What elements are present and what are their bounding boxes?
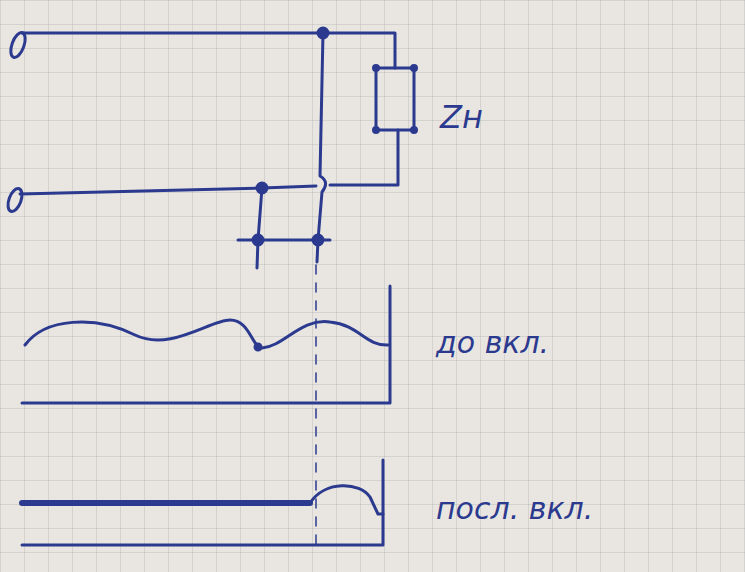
handwritten-label: до вкл. [436,326,549,359]
wire [20,186,316,194]
wire [257,188,262,268]
resistor-symbol [376,68,414,130]
point-dot [255,344,261,350]
terminal [5,187,24,214]
corner-dot [412,128,417,133]
handwritten-label: посл. вкл. [436,492,593,525]
guide-line [315,265,317,545]
waveform [22,500,310,506]
terminal [8,31,28,60]
axis [22,286,390,403]
corner-dot [374,66,379,71]
junction-dot [313,235,323,245]
waveform [310,486,383,514]
waveform [25,320,388,348]
junction-dot [253,235,263,245]
wire [317,33,326,262]
corner-dot [412,66,417,71]
wire [330,130,398,185]
axis [22,460,383,545]
wire [22,33,395,68]
corner-dot [374,128,379,133]
junction-dot [318,28,328,38]
handwritten-label: Zн [440,100,483,135]
